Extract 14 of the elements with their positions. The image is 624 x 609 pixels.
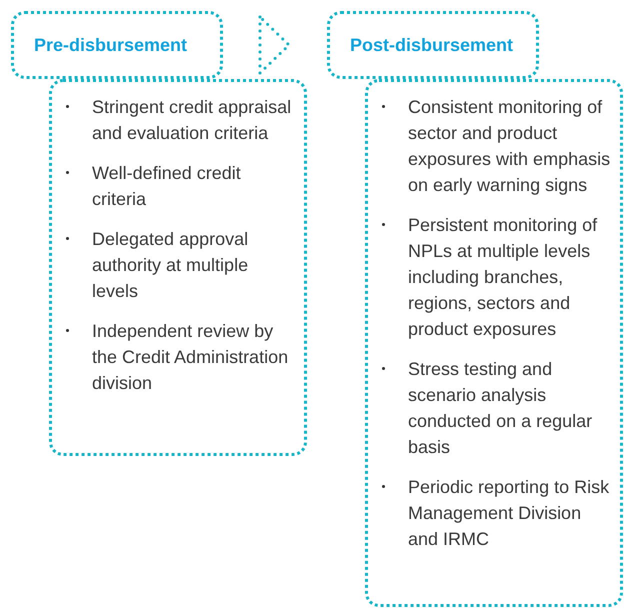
stage-header-box	[11, 11, 223, 79]
bullet-text: Well-defined credit criteria	[92, 162, 242, 211]
bullet-text: Periodic reporting to Risk Management Division and IRMC	[408, 476, 610, 551]
bullet-text: Consistent monitoring of sector and product exposures with emphasis on early warning signs	[408, 96, 612, 197]
stage-title: Post-disbursement	[350, 34, 514, 56]
stage-title: Pre-disbursement	[34, 34, 188, 56]
stage-header-box	[327, 11, 539, 79]
bullet-text: Stress testing and scenario analysis conducted on a regular basis	[408, 358, 594, 459]
bullet-text: Stringent credit appraisal and evaluation criteria	[92, 96, 292, 145]
stage-list-box	[49, 79, 307, 456]
bullet-text: Independent review by the Credit Administration division	[92, 320, 290, 395]
bullet-text: Delegated approval authority at multiple levels	[92, 228, 250, 303]
bullet-text: Persistent monitoring of NPLs at multiple levels including branches, regions, sectors and product exposures	[408, 214, 598, 341]
stage-list-box	[365, 79, 623, 607]
